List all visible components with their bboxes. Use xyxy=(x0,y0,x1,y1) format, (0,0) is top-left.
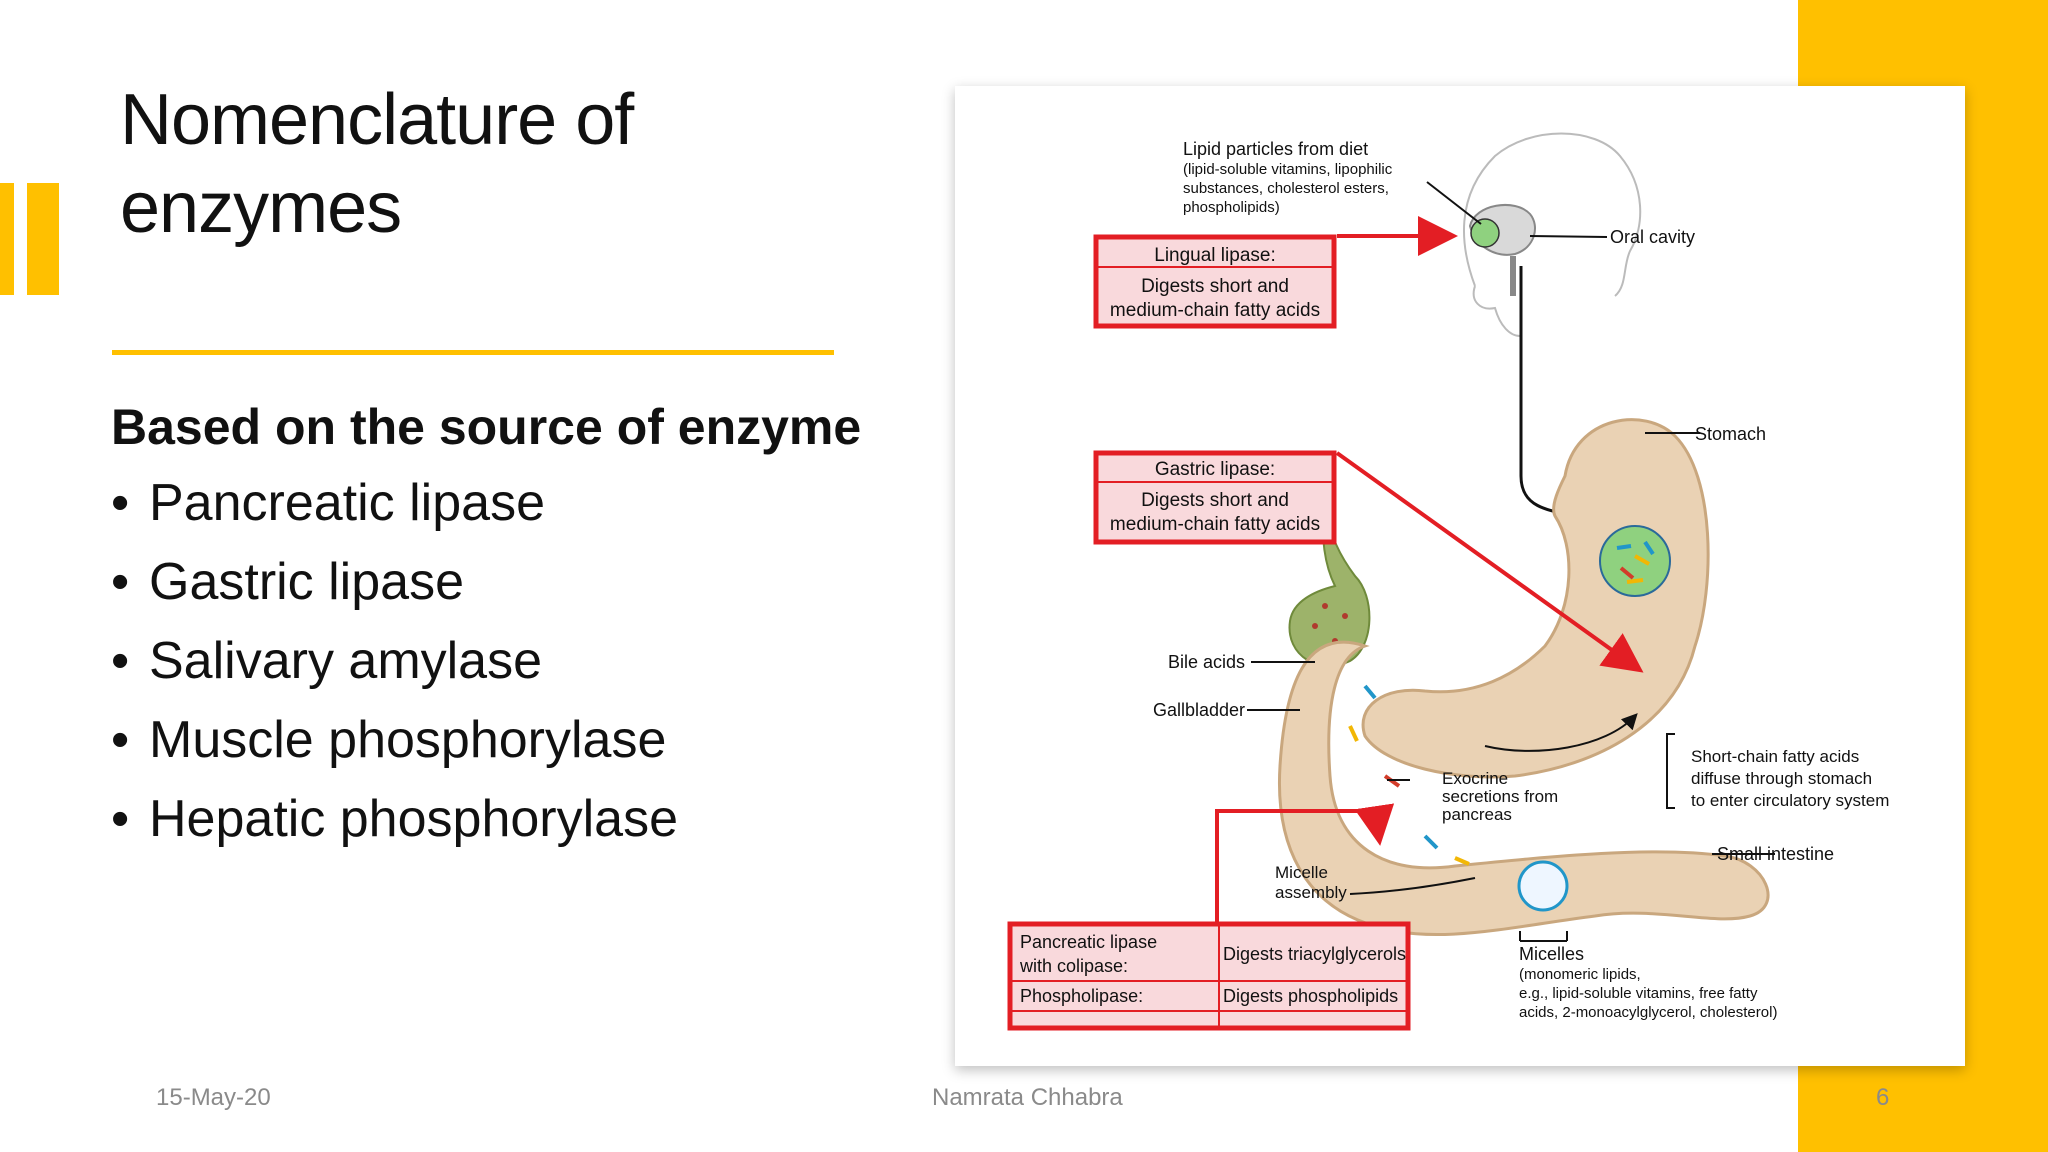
digestion-diagram: Lipid particles from diet (lipid-soluble… xyxy=(955,86,1965,1066)
oral-cavity-label: Oral cavity xyxy=(1610,227,1695,247)
micelle-assembly-label: Micelle xyxy=(1275,863,1328,882)
pancreatic-enzyme-name: Pancreatic lipase xyxy=(1020,932,1157,952)
diet-detail: phospholipids) xyxy=(1183,199,1280,216)
scfa-label: to enter circulatory system xyxy=(1691,791,1889,810)
bile-acids-label: Bile acids xyxy=(1168,652,1245,672)
footer-author: Namrata Chhabra xyxy=(932,1084,1123,1111)
accent-bar-left xyxy=(0,183,14,295)
gastric-lipase-box xyxy=(1093,450,1337,545)
bullet-item: •Salivary amylase xyxy=(111,622,911,701)
oral-cavity-shape xyxy=(1426,181,1608,256)
micelles-detail: acids, 2-monoacylglycerol, cholesterol) xyxy=(1519,1004,1777,1021)
gastric-desc: medium-chain fatty acids xyxy=(1110,514,1320,535)
slide-title: Nomenclature of enzymes xyxy=(120,80,634,248)
food-bolus xyxy=(1599,525,1671,597)
red-arrows xyxy=(1215,216,1644,924)
bullet-list: •Pancreatic lipase •Gastric lipase •Sali… xyxy=(111,464,911,859)
title-divider xyxy=(112,350,834,355)
body-heading: Based on the source of enzyme xyxy=(111,399,862,455)
micelles-detail: (monomeric lipids, xyxy=(1519,966,1641,983)
diagram-svg: Lipid particles from diet (lipid-soluble… xyxy=(1007,132,1889,1031)
stomach-shape xyxy=(1361,418,1710,779)
pancreatic-enzyme-table xyxy=(1007,921,1411,1031)
scfa-label: diffuse through stomach xyxy=(1691,769,1872,788)
intestine-particles xyxy=(1348,684,1470,866)
exocrine-label: secretions from xyxy=(1442,787,1558,806)
label-leaders xyxy=(1247,432,1775,942)
bullet-text: Hepatic phosphorylase xyxy=(149,790,678,848)
diet-detail: substances, cholesterol esters, xyxy=(1183,180,1389,197)
bullet-text: Gastric lipase xyxy=(149,553,464,611)
lingual-lipase-box xyxy=(1093,234,1337,329)
phospholipase-action: Digests phospholipids xyxy=(1223,986,1398,1006)
lingual-desc: medium-chain fatty acids xyxy=(1110,300,1320,321)
bullet-item: •Hepatic phosphorylase xyxy=(111,780,911,859)
scfa-label: Short-chain fatty acids xyxy=(1691,747,1859,766)
bullet-text: Muscle phosphorylase xyxy=(149,711,667,769)
accent-bar-left-wide xyxy=(27,183,59,295)
phospholipase-name: Phospholipase: xyxy=(1020,986,1143,1006)
micelle-shape xyxy=(1517,860,1569,912)
bullet-item: •Muscle phosphorylase xyxy=(111,701,911,780)
bullet-text: Pancreatic lipase xyxy=(149,474,545,532)
bullet-text: Salivary amylase xyxy=(149,632,543,690)
exocrine-label: Exocrine xyxy=(1442,769,1508,788)
bolus-particles xyxy=(1616,540,1655,584)
micelles-detail: e.g., lipid-soluble vitamins, free fatty xyxy=(1519,985,1758,1002)
gastric-desc: Digests short and xyxy=(1141,490,1289,511)
gallbladder-label: Gallbladder xyxy=(1153,700,1245,720)
lingual-desc: Digests short and xyxy=(1141,276,1289,297)
exocrine-label: pancreas xyxy=(1442,805,1512,824)
page-number: 6 xyxy=(1876,1084,1890,1111)
micelles-title: Micelles xyxy=(1519,944,1584,964)
gastric-title: Gastric lipase: xyxy=(1155,459,1275,480)
footer-date: 15-May-20 xyxy=(156,1084,271,1111)
micelle-assembly-label: assembly xyxy=(1275,883,1347,902)
bullet-item: •Pancreatic lipase xyxy=(111,464,911,543)
small-intestine-label: Small intestine xyxy=(1717,844,1834,864)
slide-body: Based on the source of enzyme •Pancreati… xyxy=(111,398,911,859)
lingual-title: Lingual lipase: xyxy=(1154,245,1275,266)
pancreatic-enzyme-name: with colipase: xyxy=(1019,956,1128,976)
bullet-item: •Gastric lipase xyxy=(111,543,911,622)
pancreatic-enzyme-action: Digests triacylglycerols xyxy=(1223,944,1406,964)
head-outline xyxy=(1463,132,1642,337)
diet-detail: (lipid-soluble vitamins, lipophilic xyxy=(1183,161,1393,178)
diet-label: Lipid particles from diet xyxy=(1183,139,1368,159)
stomach-label: Stomach xyxy=(1695,424,1766,444)
